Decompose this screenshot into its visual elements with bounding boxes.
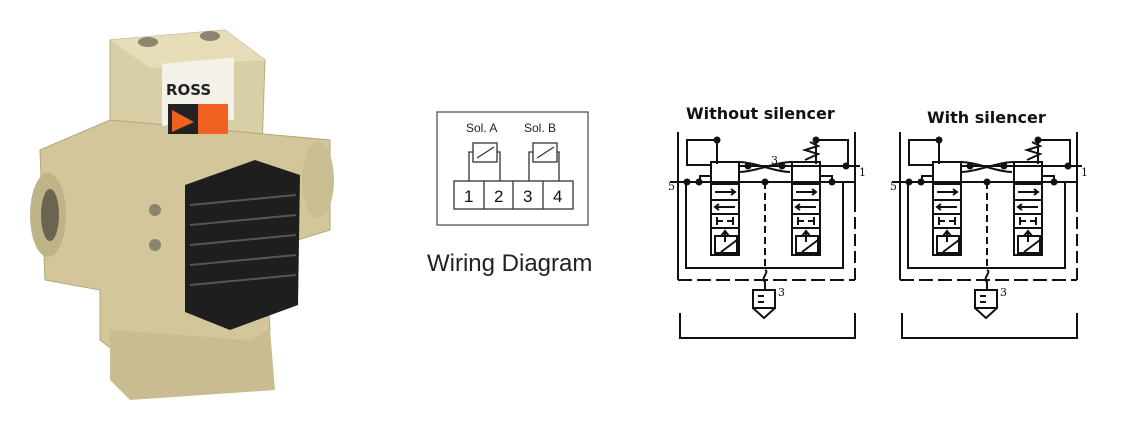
wiring-diagram — [436, 111, 589, 226]
terminal-4: 4 — [553, 187, 562, 206]
port-1-label: 1 — [859, 166, 866, 179]
port-3-exhaust-label: 3 — [1000, 286, 1007, 299]
schematic-with-silencer — [892, 132, 1082, 338]
port-5-label: 5 — [890, 180, 897, 193]
schematic-title-with-silencer: With silencer — [927, 108, 1046, 127]
terminal-2: 2 — [494, 187, 503, 206]
terminal-1: 1 — [464, 187, 473, 206]
wiring-diagram-title: Wiring Diagram — [427, 250, 593, 277]
port-5-label: 5 — [668, 180, 675, 193]
sol-a-label: Sol. A — [466, 121, 497, 135]
valve-product-photo: ROSS — [30, 29, 334, 400]
port-3-cross-label: 3 — [771, 154, 778, 167]
schematic-without-silencer — [670, 132, 860, 338]
sol-b-label: Sol. B — [524, 121, 556, 135]
terminal-3: 3 — [523, 187, 532, 206]
schematic-title-without-silencer: Without silencer — [686, 104, 835, 123]
svg-text:ROSS: ROSS — [166, 81, 211, 99]
port-3-exhaust-label: 3 — [778, 286, 785, 299]
port-1-label: 1 — [1081, 166, 1088, 179]
